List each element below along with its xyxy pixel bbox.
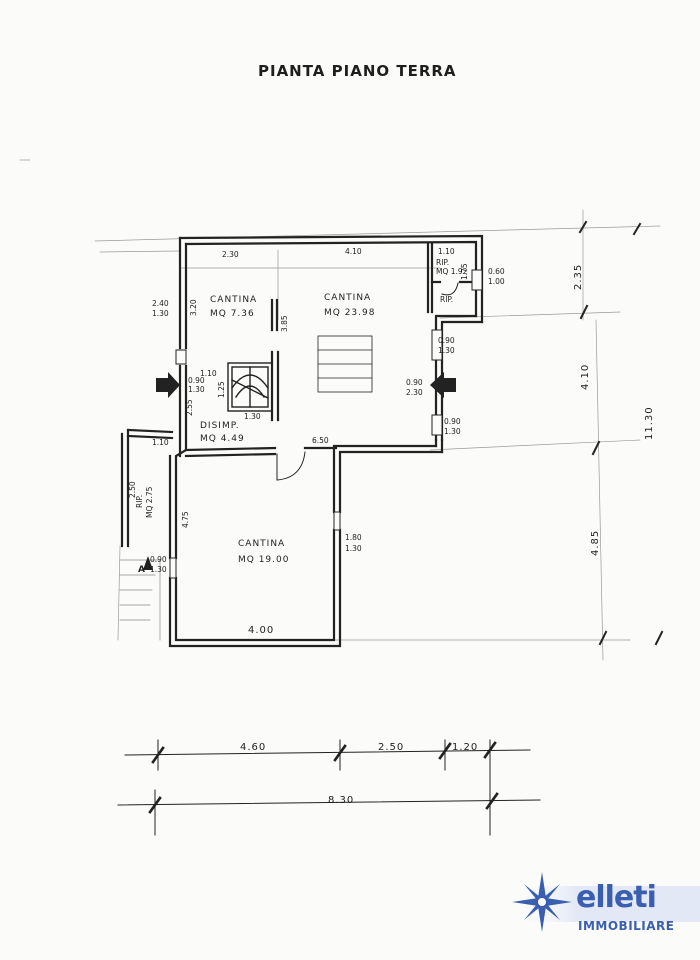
plan-title: PIANTA PIANO TERRA	[258, 62, 457, 80]
dim-255: 2.55	[185, 399, 194, 416]
window-markers	[169, 269, 483, 579]
dim-650: 6.50	[312, 436, 329, 445]
dim-090c: 0.90	[406, 378, 423, 387]
dim-130d: 1.30	[438, 346, 455, 355]
dim-090b: 0.90	[438, 336, 455, 345]
dim-130c: 1.30	[188, 385, 205, 394]
dim-175: 1.75	[460, 263, 469, 280]
dim-130g: 1.30	[345, 544, 362, 553]
dimension-ticks	[578, 220, 664, 646]
dim-130f: 1.30	[150, 565, 167, 574]
dim-090d: 0.90	[444, 417, 461, 426]
dim-right-235: 2.35	[573, 264, 584, 290]
dim-230b: 2.30	[406, 388, 423, 397]
room-area-cantina-left: MQ 7.36	[210, 309, 255, 319]
dim-bottom-250: 2.50	[378, 742, 404, 753]
walls	[120, 234, 484, 648]
dim-right-410: 4.10	[580, 364, 591, 390]
dim-410: 4.10	[345, 247, 362, 256]
logo-brand-name: elleti	[576, 880, 657, 915]
dim-100: 1.00	[488, 277, 505, 286]
room-labels: CANTINA MQ 7.36 CANTINA MQ 23.98 CANTINA…	[135, 258, 468, 565]
dim-230: 2.30	[222, 250, 239, 259]
dim-130e: 1.30	[444, 427, 461, 436]
dim-090e: 0.90	[150, 555, 167, 564]
dim-bottom-830: 8.30	[328, 795, 354, 806]
dim-475: 4.75	[181, 511, 190, 528]
dim-110: 1.10	[438, 247, 455, 256]
dim-060: 0.60	[488, 267, 505, 276]
room-name-rip-door: RIP.	[440, 295, 453, 304]
dim-right-1130: 11.30	[644, 406, 655, 440]
elleti-logo-star-icon	[510, 872, 700, 932]
dim-bottom-120: 1.20	[452, 742, 478, 753]
construction-lines	[19, 159, 661, 661]
bottom-ticks	[148, 741, 499, 814]
room-area-disimpegno: MQ 4.49	[200, 434, 245, 444]
room-name-rip-small: RIP.	[436, 258, 449, 267]
section-mark: A	[138, 565, 146, 575]
bottom-dimension-lines	[117, 739, 541, 836]
dim-250: 2.50	[128, 481, 137, 498]
dim-240: 2.40	[152, 299, 169, 308]
room-name-disimpegno: DISIMP.	[200, 421, 240, 431]
dim-090a: 0.90	[188, 376, 205, 385]
dim-bottom-460: 4.60	[240, 742, 266, 753]
room-area-rip-small: MQ 1.92	[436, 267, 468, 276]
room-area-rip-left: MQ 2.75	[145, 486, 154, 518]
dim-400: 4.00	[248, 625, 274, 636]
entrance-arrows	[143, 372, 456, 570]
dim-180: 1.80	[345, 533, 362, 542]
dimension-labels: 2.30 4.10 1.10 2.40 1.30 3.20 3.85 1.10 …	[128, 247, 655, 806]
room-area-cantina-main: MQ 23.98	[324, 308, 375, 318]
dim-130a: 1.30	[152, 309, 169, 318]
dim-110b: 1.10	[200, 369, 217, 378]
room-name-rip-left: RIP.	[135, 495, 144, 508]
door-swings	[276, 282, 459, 481]
room-name-cantina-lower: CANTINA	[238, 539, 285, 549]
outside-steps	[119, 559, 161, 641]
furniture	[317, 335, 373, 393]
spiral-stair	[227, 362, 273, 412]
dim-320: 3.20	[189, 299, 198, 316]
dim-385: 3.85	[280, 315, 289, 332]
dim-125: 1.25	[217, 381, 226, 398]
room-area-cantina-lower: MQ 19.00	[238, 555, 289, 565]
room-name-cantina-main: CANTINA	[324, 293, 371, 303]
logo-subtitle: IMMOBILIARE	[578, 919, 675, 933]
dim-130b: 1.30	[244, 412, 261, 421]
dim-right-485: 4.85	[590, 530, 601, 556]
room-name-cantina-left: CANTINA	[210, 295, 257, 305]
dim-110c: 1.10	[152, 438, 169, 447]
